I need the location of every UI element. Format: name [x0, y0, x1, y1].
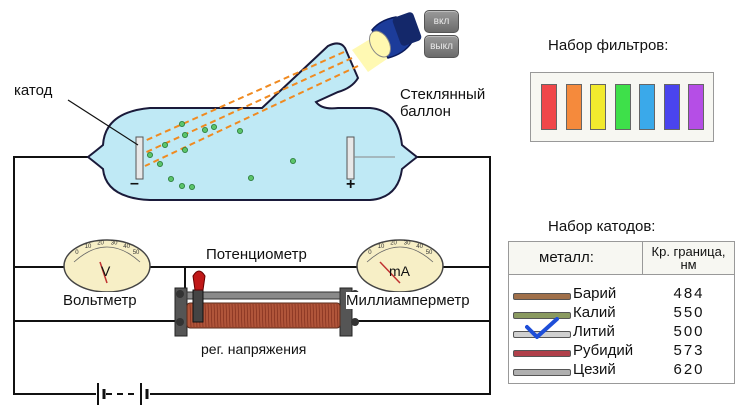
meter-scale-tick: 10: [378, 244, 385, 250]
filters-title: Набор фильтров:: [548, 37, 669, 54]
cathode-row[interactable]: Литий 500: [509, 317, 734, 342]
anode-plus-sign: +: [346, 176, 356, 193]
cathode-row[interactable]: Рубидий 573: [509, 342, 734, 361]
cathode-pointer: [67, 99, 139, 146]
filter-swatch[interactable]: [541, 84, 557, 130]
meter-scale-tick: 40: [416, 244, 423, 250]
voltmeter-unit: V: [101, 263, 111, 279]
slider-knob[interactable]: [192, 270, 206, 323]
meter-scale-tick: 20: [390, 240, 397, 246]
meter-scale-tick: 50: [426, 250, 433, 256]
cathode-row[interactable]: Цезий 620: [509, 361, 734, 380]
metal-sample-icon: [513, 312, 571, 319]
metal-sample-icon: [513, 350, 571, 357]
lamp-on-button[interactable]: вкл: [424, 10, 459, 33]
cathode-label: катод: [14, 82, 53, 99]
meter-scale-tick: 0: [368, 250, 372, 256]
milliammeter-label: Миллиамперметр: [346, 292, 470, 309]
cathode-row[interactable]: Калий 550: [509, 304, 734, 323]
metal-name: Литий: [573, 323, 615, 340]
meter-scale-tick: 30: [404, 240, 411, 246]
milliammeter-unit: mA: [389, 263, 410, 279]
metal-name: Калий: [573, 304, 616, 321]
selected-check-icon: [525, 317, 559, 339]
voltmeter-label: Вольтметр: [63, 292, 137, 309]
rheostat: [174, 287, 359, 337]
cathode-minus-sign: –: [130, 175, 139, 192]
metal-name: Цезий: [573, 361, 616, 378]
regulator-label: рег. напряжения: [201, 341, 307, 357]
meter-scale-tick: 50: [133, 250, 140, 256]
meter-scale-tick: 10: [85, 244, 92, 250]
potentiometer-label: Потенциометр: [206, 246, 307, 263]
cathodes-title: Набор катодов:: [548, 218, 656, 235]
light-source: [352, 12, 422, 72]
metal-sample-icon: [513, 293, 571, 300]
metal-sample-icon: [513, 369, 571, 376]
filter-swatch[interactable]: [614, 84, 631, 130]
lamp-off-button[interactable]: выкл: [424, 35, 459, 58]
filter-swatch[interactable]: [639, 84, 655, 130]
filter-swatch[interactable]: [688, 84, 704, 130]
filter-swatch[interactable]: [590, 84, 606, 130]
red-border-value: 550: [673, 304, 705, 321]
metal-name: Рубидий: [573, 342, 634, 359]
col-header-metal: металл:: [509, 242, 643, 275]
bulb-label-line1: Стеклянный: [400, 86, 486, 103]
light-beam: [139, 51, 359, 167]
battery: [97, 383, 149, 405]
cathode-row[interactable]: Барий 484: [509, 285, 734, 304]
glass-bulb: [86, 42, 419, 201]
filter-swatch[interactable]: [663, 84, 680, 130]
electrons: [146, 121, 296, 190]
red-border-value: 620: [673, 361, 705, 378]
meter-scale-tick: 20: [97, 240, 104, 246]
bulb-label-line2: баллон: [400, 103, 451, 120]
metal-name: Барий: [573, 285, 617, 302]
meter-scale-tick: 40: [123, 244, 130, 250]
anode-plate: [346, 136, 355, 180]
col-header-border: Кр. граница, нм: [643, 242, 734, 275]
meter-scale-tick: 30: [111, 240, 118, 246]
red-border-value: 484: [673, 285, 705, 302]
meter-scale-tick: 0: [75, 250, 79, 256]
red-border-value: 500: [673, 323, 705, 340]
filter-swatch[interactable]: [565, 84, 582, 130]
red-border-value: 573: [673, 342, 705, 359]
cathode-plate: [135, 136, 144, 180]
